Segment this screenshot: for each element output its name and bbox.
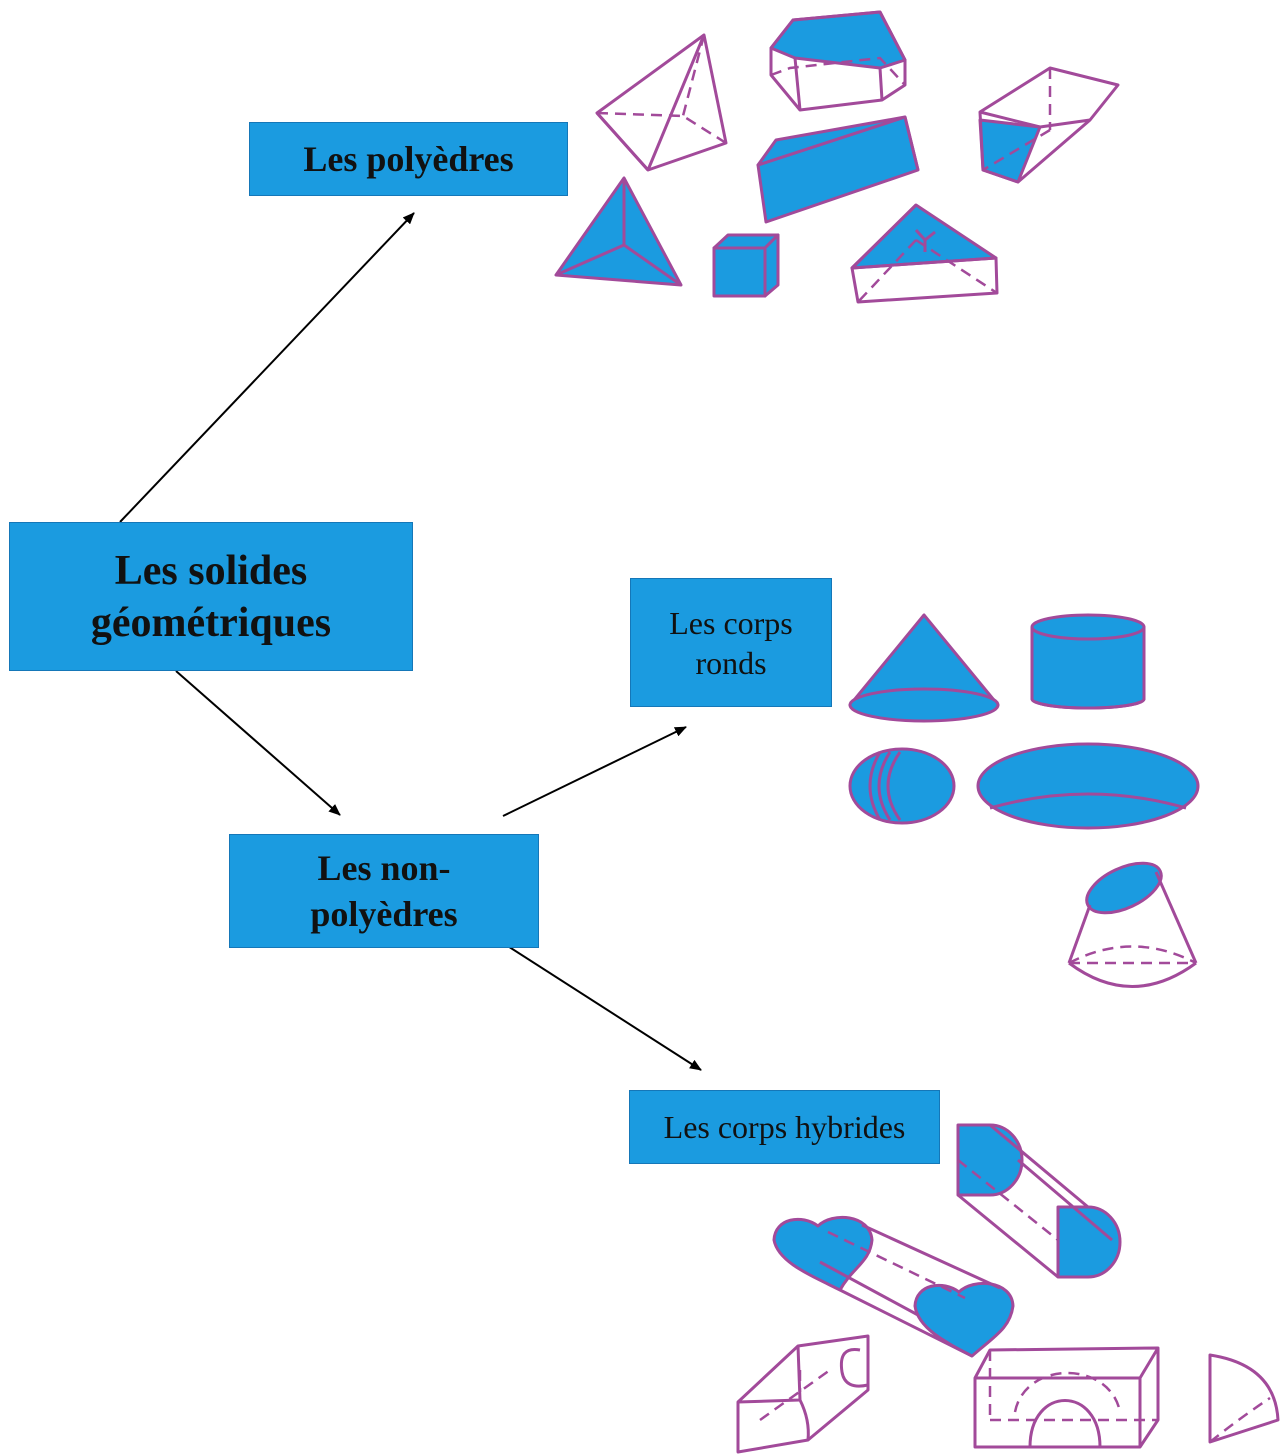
half-cylinder-prism-icon (956, 1123, 1122, 1279)
arrow-to-polyhedra (119, 212, 415, 523)
notched-block-icon (736, 1334, 870, 1454)
triangular-prism-icon (850, 203, 999, 304)
root-label: Les solides géométriques (90, 547, 332, 646)
quarter-sphere-icon (1208, 1353, 1280, 1444)
arch-block-icon (973, 1346, 1160, 1449)
heart-prism-icon (772, 1215, 1015, 1358)
hybrid-bodies-box: Les corps hybrides (629, 1090, 940, 1164)
polyhedra-box: Les polyèdres (249, 122, 568, 196)
pyramid-icon (595, 33, 728, 172)
cone-icon (848, 613, 1000, 723)
ellipsoid-icon (848, 747, 956, 825)
round-bodies-box: Les corps ronds (630, 578, 832, 707)
truncated-cone-icon (1067, 861, 1198, 988)
polyhedra-label: Les polyèdres (303, 139, 514, 179)
round-bodies-label: Les corps ronds (669, 604, 793, 681)
flat-ellipsoid-icon (976, 742, 1200, 830)
cylinder-icon (1030, 613, 1146, 710)
tetrahedron-icon (554, 176, 683, 287)
rectangular-prism-icon (756, 115, 920, 224)
arrow-to-round-bodies (502, 726, 687, 817)
arrow-to-non-polyhedra (175, 670, 341, 816)
cube-icon (712, 233, 780, 298)
arrow-to-hybrid-bodies (502, 942, 702, 1071)
non-polyhedra-label: Les non- polyèdres (310, 848, 458, 934)
root-box: Les solides géométriques (9, 522, 413, 671)
hybrid-bodies-label: Les corps hybrides (663, 1108, 906, 1145)
non-polyhedra-box: Les non- polyèdres (229, 834, 539, 948)
truncated-pyramid-icon (978, 66, 1120, 184)
hexagonal-prism-icon (769, 10, 907, 112)
